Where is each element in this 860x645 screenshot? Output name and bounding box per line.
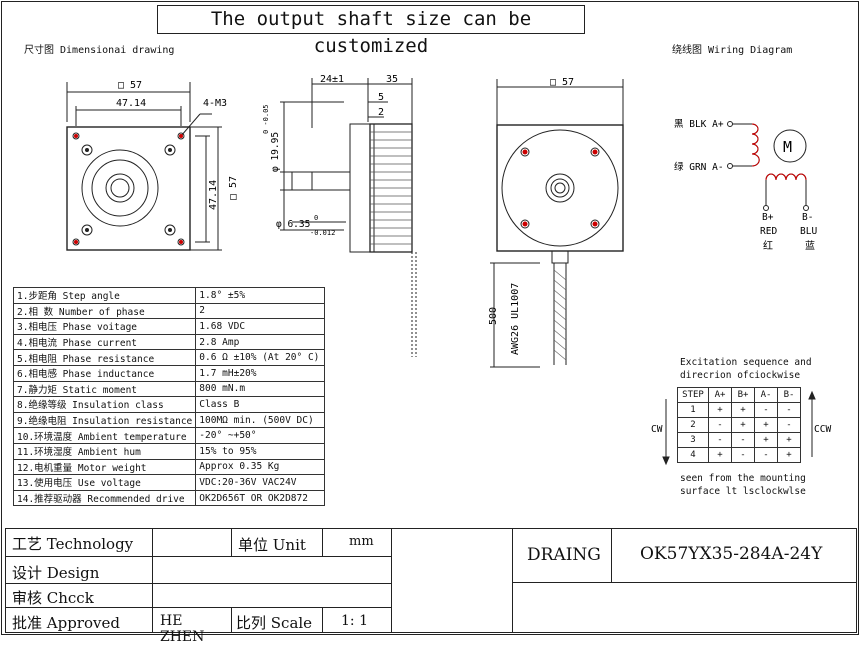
tb-unit-label-cell: 单位 Unit (231, 528, 323, 557)
side-shaft-d1-tol: 0 -0.05 (262, 104, 270, 134)
tb-technology-cell: 工艺 Technology (5, 528, 153, 557)
front-holes-dim: 4-M3 (203, 98, 227, 109)
front-vertical-square-dim: □ 57 (228, 176, 239, 200)
side-flange-dim: 24±1 (320, 74, 344, 85)
tb-check-cell: 审核 Chcck (5, 583, 153, 608)
front-hole-span-dim: 47.14 (116, 98, 146, 109)
wire-blu-label: BLU (800, 226, 817, 237)
excitation-caption-line2: direcrion ofciockwise (680, 370, 801, 381)
tb-bottom-right-cell (512, 582, 857, 633)
wiring-diagram-label: 绕线图 Wiring Diagram (672, 45, 793, 56)
tb-approver-cell: HE ZHEN (152, 607, 232, 645)
wiring-diagram: 黑 BLK A+ 绿 GRN A- M B+ B- RED BLU 红 蓝 (674, 119, 817, 252)
tb-model-number: OK57YX35-284A-24Y (640, 544, 823, 564)
wire-grn-label: 绿 GRN A- (674, 161, 724, 173)
excitation-row: 1++-- (677, 402, 801, 418)
tb-design-value-cell (152, 556, 392, 584)
cw-label: CW (651, 424, 663, 435)
rear-lead-length-dim: 500 (488, 307, 499, 325)
tb-draing-cell: DRAING (512, 528, 612, 583)
excitation-row: 2-++- (677, 417, 801, 433)
excitation-row: 4+--+ (677, 447, 801, 463)
front-view: □ 57 47.14 4-M3 47.14 □ 57 (66, 80, 239, 251)
rear-view: □ 57 500 AWG26 UL1007 (488, 77, 624, 368)
wire-blk-label: 黑 BLK A+ (674, 119, 724, 130)
side-d5-dim: 5 (378, 92, 384, 103)
excitation-note-line1: seen from the mounting (680, 473, 806, 484)
rear-square-dim: □ 57 (550, 77, 574, 88)
rotation-arrows: CW CCW (651, 390, 831, 466)
side-d2-dim: 2 (378, 107, 384, 118)
side-shaft-d2-tol-bot: -0.012 (310, 229, 335, 237)
tb-scale-value-cell: 1: 1 (322, 607, 392, 633)
tb-unit-value-cell: mm (322, 528, 392, 557)
tb-approved-cell: 批准 Approved (5, 607, 153, 633)
wire-red-cn-label: 红 (763, 239, 773, 252)
front-vertical-span-dim: 47.14 (208, 180, 219, 210)
side-body-dim: 35 (386, 74, 398, 85)
rear-wire-spec: AWG26 UL1007 (510, 283, 521, 355)
wire-blu-cn-label: 蓝 (805, 240, 815, 252)
wire-bminus-label: B- (802, 212, 813, 223)
spec-row: 10.环境温度 Ambient temperature-20° ~+50° (12, 427, 325, 444)
wire-bplus-label: B+ (762, 212, 774, 223)
tb-check-value-cell (152, 583, 392, 608)
motor-symbol: M (783, 138, 792, 156)
ccw-label: CCW (814, 424, 831, 435)
excitation-note-line2: surface lt lsclockwlse (680, 486, 806, 497)
excitation-caption-line1: Excitation sequence and (680, 357, 812, 368)
side-shaft-d2-dim: φ 6.35 (276, 219, 310, 230)
side-shaft-d1-dim: φ 19.95 (270, 132, 281, 172)
front-square-dim: □ 57 (118, 80, 142, 91)
tb-design-cell: 设计 Design (5, 556, 153, 584)
wire-red-label: RED (760, 226, 777, 237)
side-view: 24±1 35 5 2 φ 19.95 0 -0.05 φ 6.35 0 -0.… (262, 74, 417, 357)
tb-blank-cell (391, 528, 513, 633)
tb-scale-label-cell: 比列 Scale (231, 607, 323, 633)
drawing-title: The output shaft size can be customized (157, 5, 585, 57)
side-shaft-d2-tol-top: 0 (314, 214, 318, 222)
dimension-drawing-label: 尺寸图 Dimensionai drawing (24, 45, 175, 56)
tb-technology-value-cell (152, 528, 232, 557)
